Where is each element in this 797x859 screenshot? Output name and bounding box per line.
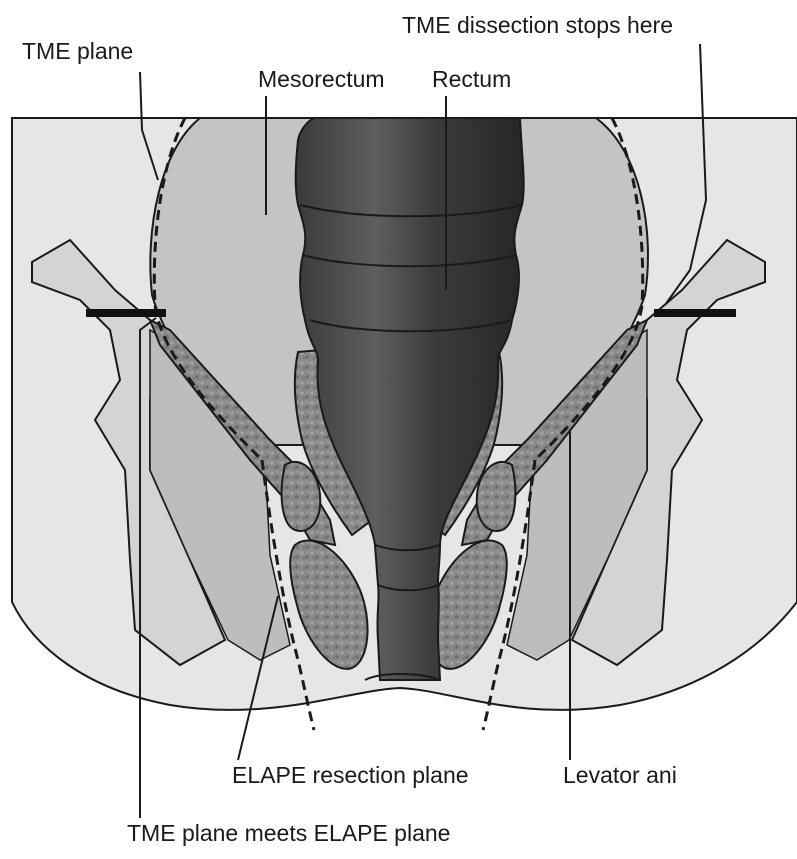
tme-stop-bar-right <box>654 309 736 317</box>
tme-stop-bar-left <box>86 309 166 317</box>
label-rectum: Rectum <box>432 68 511 91</box>
label-elape-resection-plane: ELAPE resection plane <box>232 764 469 787</box>
label-tme-dissection-stops: TME dissection stops here <box>402 14 673 37</box>
label-levator-ani: Levator ani <box>563 764 677 787</box>
label-tme-meets-elape: TME plane meets ELAPE plane <box>127 822 450 845</box>
label-mesorectum: Mesorectum <box>258 68 385 91</box>
label-tme-plane: TME plane <box>22 40 133 63</box>
